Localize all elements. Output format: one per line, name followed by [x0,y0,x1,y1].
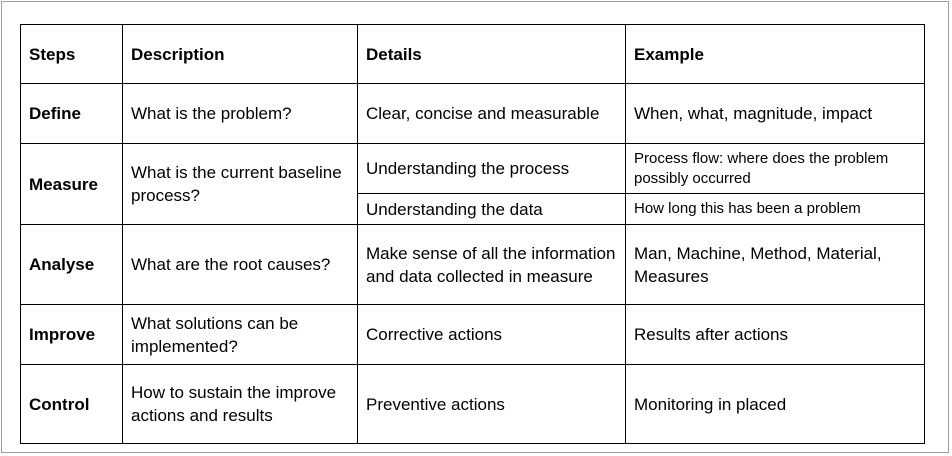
step-control: Control [20,364,123,444]
example-control: Monitoring in placed [625,364,925,444]
dmaic-table: Steps Description Details Example Define… [20,24,925,444]
step-improve: Improve [20,304,123,365]
details-control: Preventive actions [357,364,626,444]
example-improve: Results after actions [625,304,925,365]
details-measure-data: Understanding the data [357,193,626,225]
details-measure-process: Understanding the process [357,143,626,194]
header-row: Steps Description Details Example [20,24,925,84]
description-analyse: What are the root causes? [122,224,358,305]
step-measure: Measure [20,143,123,225]
header-example: Example [625,24,925,84]
example-analyse: Man, Machine, Method, Material, Measures [625,224,925,305]
table-row-improve: Improve What solutions can be implemente… [20,304,925,365]
table-row-define: Define What is the problem? Clear, conci… [20,83,925,144]
description-improve: What solutions can be implemented? [122,304,358,365]
details-analyse: Make sense of all the information and da… [357,224,626,305]
table-row-analyse: Analyse What are the root causes? Make s… [20,224,925,305]
details-define: Clear, concise and measurable [357,83,626,144]
table-row-control: Control How to sustain the improve actio… [20,364,925,444]
example-define: When, what, magnitude, impact [625,83,925,144]
header-description: Description [122,24,358,84]
header-details: Details [357,24,626,84]
header-steps: Steps [20,24,123,84]
table-row-measure-sub: Understanding the data How long this has… [21,193,925,225]
details-improve: Corrective actions [357,304,626,365]
table-row-measure: Measure What is the current baseline pro… [20,143,925,225]
example-measure-data: How long this has been a problem [625,193,925,225]
example-measure-process: Process flow: where does the problem pos… [625,143,925,194]
description-measure: What is the current baseline process? [122,143,358,225]
description-define: What is the problem? [122,83,358,144]
step-analyse: Analyse [20,224,123,305]
step-define: Define [20,83,123,144]
description-control: How to sustain the improve actions and r… [122,364,358,444]
